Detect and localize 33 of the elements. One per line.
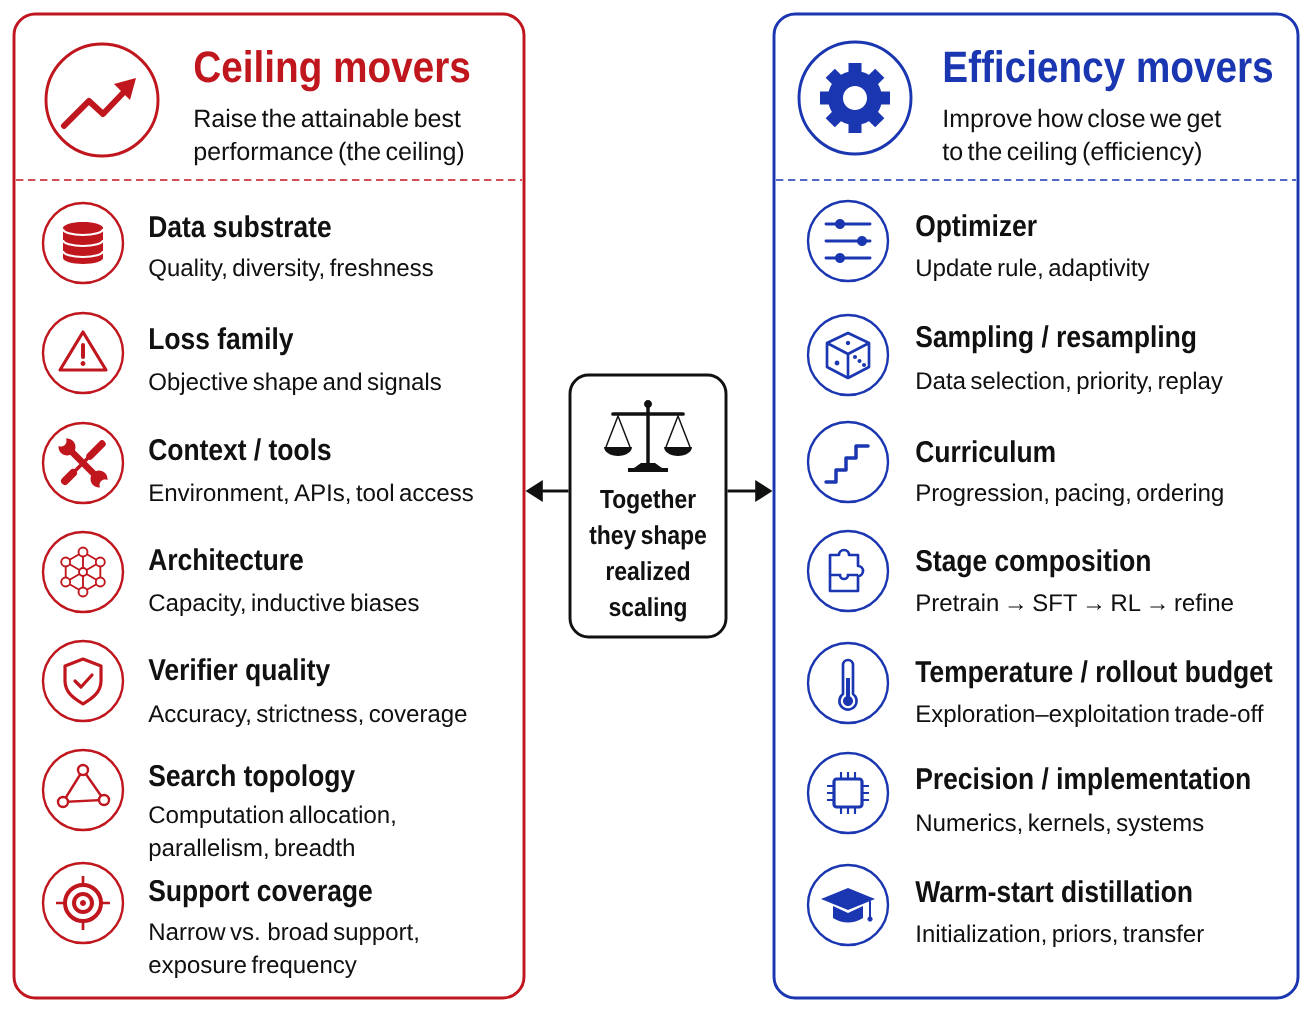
panel-title: Ceiling movers (194, 50, 470, 92)
item-title: Search topology (149, 764, 355, 793)
item-description: Pretrain → SFT → RL → refine (917, 593, 1233, 612)
item-title: Stage composition (916, 549, 1150, 578)
item-title: Sampling / resampling (916, 325, 1196, 354)
item-title: Loss family (150, 327, 294, 356)
item-description: Initialization, priors, transfer (917, 924, 1204, 947)
item-description: Objective shape and signals (149, 372, 441, 395)
item-description: Progression, pacing, ordering (917, 483, 1223, 506)
item-description: Capacity, inductive biases (149, 593, 419, 616)
item-title: Temperature / rollout budget (915, 660, 1273, 689)
item-title: Context / tools (149, 438, 331, 461)
item-title: Curriculum (916, 440, 1055, 463)
item-title: Data substrate (150, 215, 331, 238)
item-title: Architecture (148, 548, 303, 571)
item-title: Verifier quality (148, 658, 331, 687)
item-description: Update rule, adaptivity (917, 258, 1150, 281)
item-description: Narrow vs. broad support, exposure frequency (149, 922, 418, 978)
panel-subtitle: Improve how close we get to the ceiling (efficiency) (942, 108, 1222, 166)
item-description: Data selection, priority, replay (917, 371, 1223, 394)
item-description: Exploration–exploitation trade-off (917, 704, 1264, 727)
item-description: Quality, diversity, freshness (149, 258, 433, 281)
item-description: Accuracy, strictness, coverage (148, 704, 467, 727)
panel-subtitle: Raise the attainable best performance (the ceiling) (194, 108, 464, 166)
item-description: Environment, APIs, tool access (150, 483, 473, 505)
panel-title: Efficiency movers (944, 50, 1273, 92)
item-title: Precision / implementation (917, 767, 1250, 796)
item-description: Computation allocation, parallelism, breadth (149, 805, 395, 861)
item-title: Support coverage (149, 880, 372, 908)
item-title: Optimizer (916, 214, 1037, 243)
item-title: Warm-start distillation (915, 880, 1192, 903)
item-description: Numerics, kernels, systems (917, 813, 1204, 836)
rounded-box: Together they shape realized scaling (568, 373, 728, 639)
